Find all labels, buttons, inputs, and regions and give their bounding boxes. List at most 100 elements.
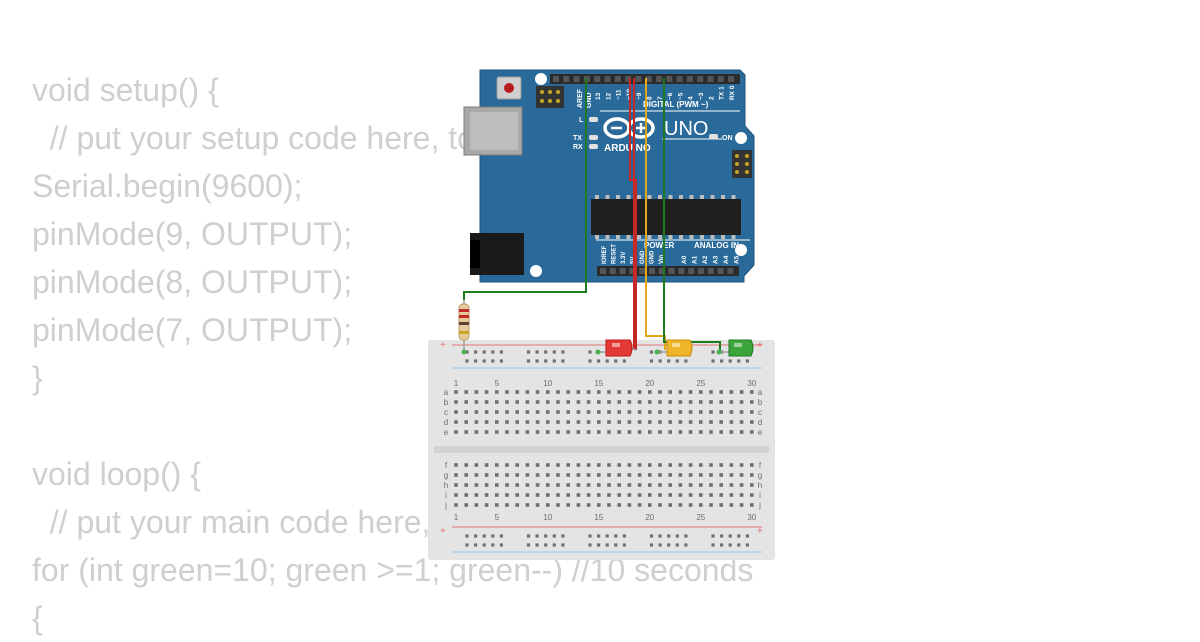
breadboard-hole[interactable] — [586, 493, 591, 497]
breadboard-hole[interactable] — [515, 430, 519, 434]
header-pin[interactable] — [639, 268, 646, 274]
breadboard-hole[interactable] — [668, 463, 672, 467]
breadboard-hole[interactable] — [566, 503, 570, 507]
rail-hole[interactable] — [622, 534, 626, 538]
breadboard-hole[interactable] — [566, 463, 570, 467]
breadboard-hole[interactable] — [515, 390, 519, 394]
rail-hole[interactable] — [499, 543, 503, 547]
breadboard-hole[interactable] — [617, 430, 621, 434]
led-green[interactable] — [716, 339, 754, 357]
breadboard-hole[interactable] — [505, 400, 509, 404]
breadboard-hole[interactable] — [699, 400, 703, 404]
breadboard-hole[interactable] — [515, 473, 519, 477]
header-pin[interactable] — [688, 268, 695, 274]
breadboard-hole[interactable] — [658, 493, 662, 497]
breadboard-hole[interactable] — [597, 410, 601, 414]
breadboard-hole[interactable] — [729, 463, 734, 467]
breadboard-hole[interactable] — [719, 430, 723, 434]
breadboard-hole[interactable] — [750, 503, 754, 507]
rail-hole[interactable] — [728, 543, 732, 547]
breadboard-hole[interactable] — [750, 410, 754, 414]
rail-hole[interactable] — [535, 543, 539, 547]
header-pin[interactable] — [717, 76, 724, 82]
header-pin[interactable] — [635, 76, 642, 82]
breadboard-hole[interactable] — [617, 400, 621, 404]
breadboard-hole[interactable] — [535, 410, 540, 414]
rail-hole[interactable] — [675, 359, 679, 363]
breadboard-hole[interactable] — [535, 503, 540, 507]
breadboard-hole[interactable] — [586, 410, 591, 414]
breadboard-hole[interactable] — [719, 400, 723, 404]
breadboard-hole[interactable] — [699, 420, 703, 424]
breadboard-hole[interactable] — [637, 410, 642, 414]
breadboard-hole[interactable] — [719, 420, 723, 424]
breadboard-hole[interactable] — [546, 420, 550, 424]
breadboard-hole[interactable] — [688, 390, 693, 394]
breadboard-hole[interactable] — [699, 390, 703, 394]
breadboard-hole[interactable] — [627, 503, 632, 507]
breadboard-hole[interactable] — [709, 463, 713, 467]
breadboard-hole[interactable] — [648, 400, 652, 404]
breadboard-hole[interactable] — [505, 493, 509, 497]
header-pin[interactable] — [563, 76, 570, 82]
breadboard-hole[interactable] — [454, 463, 458, 467]
breadboard-hole[interactable] — [739, 503, 744, 507]
rail-hole[interactable] — [526, 534, 531, 538]
rail-hole[interactable] — [474, 359, 478, 363]
breadboard-hole[interactable] — [505, 390, 509, 394]
breadboard-hole[interactable] — [556, 473, 560, 477]
breadboard-hole[interactable] — [617, 493, 621, 497]
breadboard-hole[interactable] — [515, 483, 519, 487]
breadboard-hole[interactable] — [484, 420, 489, 424]
breadboard-hole[interactable] — [709, 493, 713, 497]
breadboard-hole[interactable] — [505, 430, 509, 434]
header-pin[interactable] — [609, 268, 616, 274]
rail-hole[interactable] — [658, 534, 662, 538]
rail-hole[interactable] — [588, 350, 592, 354]
breadboard-hole[interactable] — [556, 420, 560, 424]
breadboard-hole[interactable] — [495, 420, 499, 424]
breadboard-hole[interactable] — [739, 493, 744, 497]
breadboard-hole[interactable] — [678, 493, 683, 497]
breadboard-hole[interactable] — [484, 473, 489, 477]
rail-hole[interactable] — [561, 359, 565, 363]
breadboard-hole[interactable] — [525, 430, 530, 434]
breadboard-hole[interactable] — [637, 420, 642, 424]
breadboard-hole[interactable] — [464, 390, 468, 394]
breadboard-hole[interactable] — [699, 503, 703, 507]
breadboard-hole[interactable] — [576, 430, 581, 434]
rail-hole[interactable] — [499, 359, 503, 363]
breadboard-hole[interactable] — [454, 430, 458, 434]
header-pin[interactable] — [668, 268, 675, 274]
breadboard-hole[interactable] — [597, 483, 601, 487]
breadboard-hole[interactable] — [627, 410, 632, 414]
breadboard-hole[interactable] — [597, 473, 601, 477]
breadboard-hole[interactable] — [546, 463, 550, 467]
rail-hole[interactable] — [605, 543, 609, 547]
header-pin[interactable] — [707, 76, 714, 82]
header-pin[interactable] — [666, 76, 673, 82]
breadboard-hole[interactable] — [648, 493, 652, 497]
header-pin[interactable] — [658, 268, 665, 274]
breadboard-hole[interactable] — [505, 473, 509, 477]
breadboard-hole[interactable] — [739, 410, 744, 414]
breadboard-hole[interactable] — [729, 410, 734, 414]
rail-hole[interactable] — [711, 359, 715, 363]
breadboard-hole[interactable] — [464, 430, 468, 434]
rail-hole[interactable] — [675, 534, 679, 538]
header-pin[interactable] — [629, 268, 636, 274]
breadboard-hole[interactable] — [688, 473, 693, 477]
breadboard-hole[interactable] — [515, 493, 519, 497]
breadboard-hole[interactable] — [525, 483, 530, 487]
breadboard-hole[interactable] — [597, 390, 601, 394]
breadboard-hole[interactable] — [535, 390, 540, 394]
breadboard-hole[interactable] — [576, 420, 581, 424]
rail-hole[interactable] — [667, 543, 671, 547]
breadboard-hole[interactable] — [668, 493, 672, 497]
breadboard-hole[interactable] — [576, 410, 581, 414]
rail-hole[interactable] — [622, 543, 626, 547]
breadboard-hole[interactable] — [505, 483, 509, 487]
rail-hole[interactable] — [667, 534, 671, 538]
breadboard-hole[interactable] — [637, 493, 642, 497]
breadboard-hole[interactable] — [566, 420, 570, 424]
